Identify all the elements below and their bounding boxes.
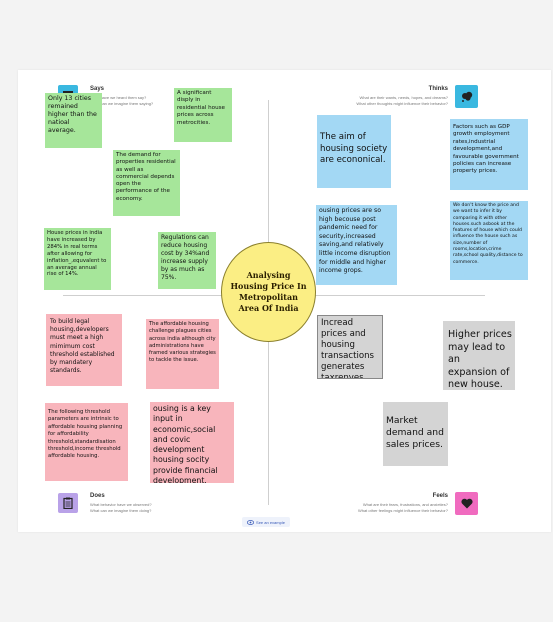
sticky-note[interactable]: The affordable housing challenge plagues… xyxy=(146,319,219,389)
central-topic-label: Analysing Housing Price In Metropolitan … xyxy=(230,270,307,313)
sticky-note[interactable]: Higher prices may lead to an expansion o… xyxy=(443,321,515,390)
says-title: Says xyxy=(90,86,105,92)
thought-cloud-icon xyxy=(455,85,478,108)
feels-subtitle-2: What other feelings might influence thei… xyxy=(357,508,448,513)
sticky-note[interactable]: We don't know the price and we want to i… xyxy=(450,201,528,280)
sticky-note[interactable]: Factors such as GDP growth employment ra… xyxy=(450,119,528,190)
thinks-title: Thinks xyxy=(428,86,448,92)
see-example-button[interactable]: See an example xyxy=(242,517,290,527)
thinks-subtitle-2: What other thoughts might influence thei… xyxy=(356,101,448,106)
sticky-note[interactable]: ousing prices are so high becouse post p… xyxy=(316,205,397,285)
says-subtitle-2: What can we imagine them saying? xyxy=(90,101,154,106)
sticky-note[interactable]: The aim of housing society are econonica… xyxy=(317,115,391,188)
does-title: Does xyxy=(90,493,105,499)
feels-title: Feels xyxy=(432,493,448,499)
clipboard-icon xyxy=(58,493,78,513)
sticky-note[interactable]: House prices in india have increased by … xyxy=(44,228,111,290)
does-subtitle-1: What behavior have we observed? xyxy=(90,502,152,507)
sticky-note[interactable]: Only 13 cities remained higher than the … xyxy=(45,93,102,148)
sticky-note[interactable]: The following threshold parameters are i… xyxy=(45,403,128,481)
thinks-subtitle-1: What are their wants, needs, hopes, and … xyxy=(359,95,449,100)
see-example-label: See an example xyxy=(256,519,285,525)
heart-icon xyxy=(455,492,478,515)
feels-subtitle-1: What are their fears, frustrations, and … xyxy=(362,502,448,507)
sticky-note[interactable]: To build legal housing,developers must m… xyxy=(46,314,122,386)
sticky-note[interactable]: ousing is a key input in economic,social… xyxy=(150,402,234,483)
sticky-note[interactable]: Incread prices and housing transactions … xyxy=(317,315,383,379)
sticky-note[interactable]: The demand for properties residential as… xyxy=(113,150,180,216)
sticky-note[interactable]: Market demand and sales prices. xyxy=(383,402,448,466)
sticky-note[interactable]: Regulations can reduce housing cost by 3… xyxy=(158,232,216,289)
says-subtitle-1: What have we heard them say? xyxy=(90,95,147,100)
sticky-note[interactable]: A significant disply in residential hous… xyxy=(174,88,232,142)
does-subtitle-2: What can we imagine them doing? xyxy=(90,508,152,513)
central-topic[interactable]: Analysing Housing Price In Metropolitan … xyxy=(221,242,316,342)
eye-icon xyxy=(247,519,255,525)
empathy-map-board: Says What have we heard them say? What c… xyxy=(18,70,551,532)
